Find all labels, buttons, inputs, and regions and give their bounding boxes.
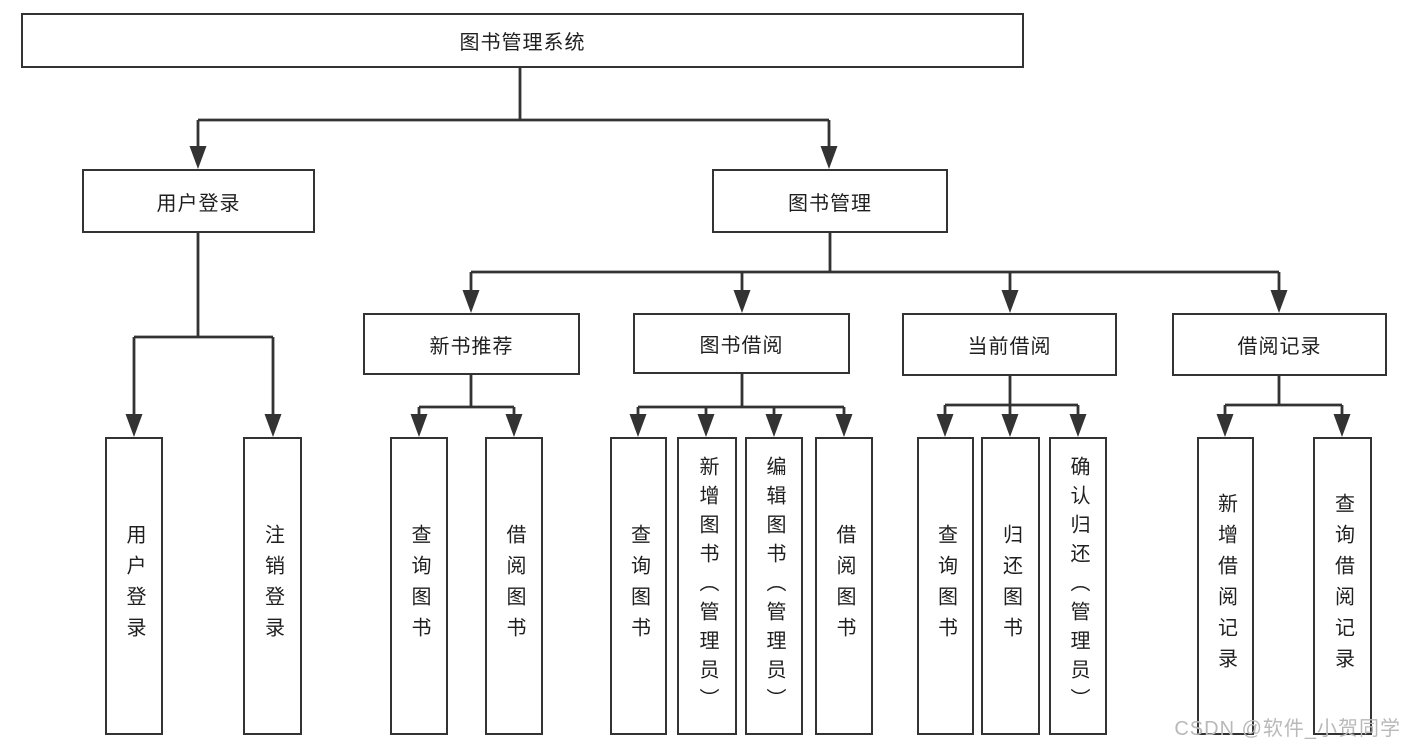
leaf-user-login: 用户登录 xyxy=(105,437,163,735)
node-user-login: 用户登录 xyxy=(82,169,315,233)
arrow-down-icons xyxy=(125,146,1351,437)
leaf-borrow-books-2: 借阅图书 xyxy=(815,437,873,735)
leaf-query-books-3: 查询图书 xyxy=(917,437,974,735)
tree-edges xyxy=(132,68,1344,415)
node-borrow-records-label: 借阅记录 xyxy=(1237,336,1322,358)
arrow-down-icon xyxy=(765,414,783,437)
arrow-down-icon xyxy=(1333,414,1351,437)
arrow-down-icon xyxy=(820,146,838,169)
node-current-borrow-label: 当前借阅 xyxy=(967,336,1052,358)
arrow-down-icon xyxy=(125,414,143,437)
node-book-borrow: 图书借阅 xyxy=(633,313,850,374)
leaf-query-books-1: 查询图书 xyxy=(390,437,448,735)
node-root-label: 图书管理系统 xyxy=(459,32,586,54)
arrow-down-icon xyxy=(410,414,428,437)
leaf-label: 归还图书 xyxy=(999,524,1022,648)
watermark: CSDN @软件_小贺同学 xyxy=(1174,718,1401,740)
leaf-logout: 注销登录 xyxy=(243,437,302,735)
leaf-add-books-admin: 新增图书（管理员） xyxy=(677,437,737,735)
node-new-book-recommend: 新书推荐 xyxy=(363,313,580,375)
arrow-down-icon xyxy=(936,414,954,437)
leaf-label: 查询图书 xyxy=(934,524,957,648)
leaf-query-borrow-record: 查询借阅记录 xyxy=(1313,437,1372,735)
arrow-down-icon xyxy=(835,414,853,437)
leaf-label: 注销登录 xyxy=(261,524,284,648)
node-borrow-records: 借阅记录 xyxy=(1172,313,1387,376)
arrow-down-icon xyxy=(1270,290,1288,313)
leaf-label: 新增借阅记录 xyxy=(1214,493,1237,679)
leaf-borrow-books-1: 借阅图书 xyxy=(485,437,543,735)
node-user-login-label: 用户登录 xyxy=(156,192,241,215)
leaf-edit-books-admin: 编辑图书（管理员） xyxy=(745,437,803,735)
leaf-query-books-2: 查询图书 xyxy=(610,437,667,735)
arrow-down-icon xyxy=(1001,414,1019,437)
arrow-down-icon xyxy=(189,146,207,169)
leaf-label: 查询借阅记录 xyxy=(1331,493,1354,679)
leaf-label: 用户登录 xyxy=(123,524,145,648)
arrow-down-icon xyxy=(1001,290,1019,313)
arrow-down-icon xyxy=(629,414,647,437)
arrow-down-icon xyxy=(462,290,480,313)
leaf-label: 编辑图书（管理员） xyxy=(763,455,785,717)
leaf-label: 确认归还（管理员） xyxy=(1067,455,1089,717)
leaf-label: 借阅图书 xyxy=(503,524,525,648)
node-current-borrow: 当前借阅 xyxy=(902,313,1117,376)
leaf-return-books: 归还图书 xyxy=(981,437,1040,735)
arrow-down-icon xyxy=(1069,414,1087,437)
arrow-down-icon xyxy=(264,414,282,437)
node-root: 图书管理系统 xyxy=(21,13,1024,68)
leaf-add-borrow-record: 新增借阅记录 xyxy=(1197,437,1254,735)
node-new-book-recommend-label: 新书推荐 xyxy=(429,335,514,358)
node-book-management-label: 图书管理 xyxy=(788,192,872,215)
arrow-down-icon xyxy=(505,414,523,437)
node-book-borrow-label: 图书借阅 xyxy=(699,335,784,357)
arrow-down-icon xyxy=(1216,414,1234,437)
leaf-label: 新增图书（管理员） xyxy=(696,455,718,717)
leaf-label: 借阅图书 xyxy=(833,524,855,648)
arrow-down-icon xyxy=(733,290,751,313)
leaf-label: 查询图书 xyxy=(408,524,430,648)
leaf-confirm-return-admin: 确认归还（管理员） xyxy=(1049,437,1107,735)
arrow-down-icon xyxy=(697,414,715,437)
leaf-label: 查询图书 xyxy=(627,524,650,648)
node-book-management: 图书管理 xyxy=(712,169,948,233)
